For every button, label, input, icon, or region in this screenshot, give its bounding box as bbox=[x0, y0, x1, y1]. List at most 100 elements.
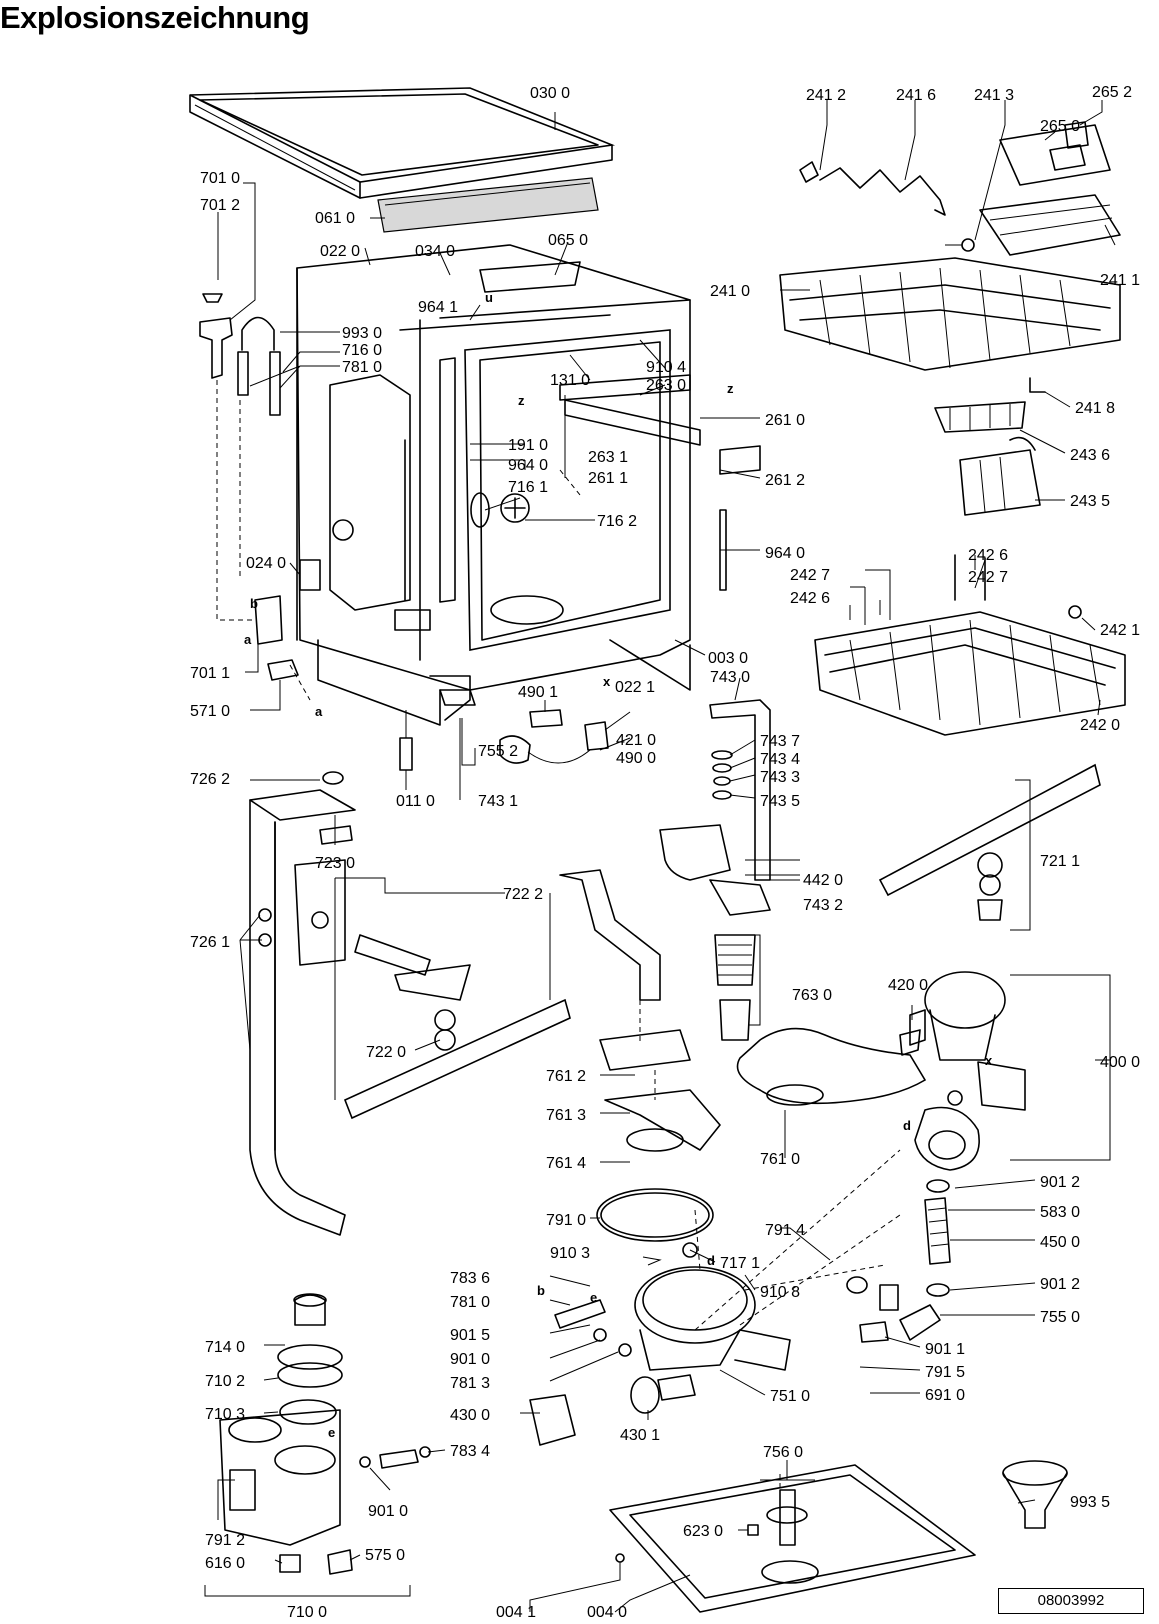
label-910-3: 910 3 bbox=[550, 1245, 590, 1262]
label-993-0: 993 0 bbox=[342, 325, 382, 342]
label-242-7-b: 242 7 bbox=[968, 569, 1008, 586]
label-242-1: 242 1 bbox=[1100, 622, 1140, 639]
label-716-1: 716 1 bbox=[508, 479, 548, 496]
label-743-4: 743 4 bbox=[760, 751, 800, 768]
filter-part bbox=[714, 934, 756, 1041]
label-011-0: 011 0 bbox=[396, 793, 435, 810]
water-softener-part bbox=[204, 1293, 431, 1597]
marker-u: u bbox=[485, 290, 493, 305]
label-781-0-b: 781 0 bbox=[450, 1294, 490, 1311]
label-964-0-a: 964 0 bbox=[508, 457, 548, 474]
label-242-0: 242 0 bbox=[1080, 717, 1120, 734]
label-755-0: 755 0 bbox=[1040, 1309, 1080, 1326]
label-722-2: 722 2 bbox=[503, 886, 543, 903]
label-490-0: 490 0 bbox=[616, 750, 656, 767]
feed-duct-part bbox=[249, 771, 356, 1236]
label-575-0: 575 0 bbox=[365, 1547, 405, 1564]
label-616-0: 616 0 bbox=[205, 1555, 245, 1572]
marker-x: x bbox=[603, 674, 611, 689]
label-761-2: 761 2 bbox=[546, 1068, 586, 1085]
marker-x: x bbox=[985, 1053, 993, 1068]
label-131-0: 131 0 bbox=[550, 372, 590, 389]
label-430-1: 430 1 bbox=[620, 1427, 660, 1444]
label-756-0: 756 0 bbox=[763, 1444, 803, 1461]
label-263-0: 263 0 bbox=[646, 377, 686, 394]
label-755-2: 755 2 bbox=[478, 743, 518, 760]
heater-pipe-parts bbox=[859, 1179, 951, 1343]
marker-d: d bbox=[903, 1118, 911, 1133]
label-901-0-a: 901 0 bbox=[450, 1351, 490, 1368]
mounting-parts-743 bbox=[499, 699, 771, 916]
label-263-1: 263 1 bbox=[588, 449, 628, 466]
label-490-1: 490 1 bbox=[518, 684, 558, 701]
part-labels: 030 0 061 0 022 0 034 0 065 0 701 0 701 … bbox=[190, 84, 1140, 1621]
label-751-0: 751 0 bbox=[770, 1388, 810, 1405]
label-726-1: 726 1 bbox=[190, 934, 230, 951]
label-901-1: 901 1 bbox=[925, 1341, 965, 1358]
label-901-2-b: 901 2 bbox=[1040, 1276, 1080, 1293]
label-430-0: 430 0 bbox=[450, 1407, 490, 1424]
upper-spray-arm-part bbox=[343, 934, 571, 1120]
label-761-3: 761 3 bbox=[546, 1107, 586, 1124]
label-261-1: 261 1 bbox=[588, 470, 628, 487]
label-034-0: 034 0 bbox=[415, 243, 455, 260]
label-710-3: 710 3 bbox=[205, 1406, 245, 1423]
marker-e: e bbox=[590, 1290, 597, 1305]
label-450-0: 450 0 bbox=[1040, 1234, 1080, 1251]
funnel-part bbox=[1002, 1460, 1068, 1529]
marker-z: z bbox=[518, 393, 525, 408]
document-number: 08003992 bbox=[998, 1588, 1144, 1614]
label-781-0: 781 0 bbox=[342, 359, 382, 376]
label-065-0: 065 0 bbox=[548, 232, 588, 249]
label-743-1: 743 1 bbox=[478, 793, 518, 810]
label-261-0: 261 0 bbox=[765, 412, 805, 429]
marker-e: e bbox=[328, 1425, 335, 1440]
label-241-0: 241 0 bbox=[710, 283, 750, 300]
label-241-3: 241 3 bbox=[974, 87, 1014, 104]
label-716-2: 716 2 bbox=[597, 513, 637, 530]
label-726-2: 726 2 bbox=[190, 771, 230, 788]
label-003-0: 003 0 bbox=[708, 650, 748, 667]
tub-frame-part bbox=[296, 244, 761, 726]
label-623-0: 623 0 bbox=[683, 1523, 723, 1540]
label-241-8: 241 8 bbox=[1075, 400, 1115, 417]
marker-a: a bbox=[244, 632, 252, 647]
label-964-0-b: 964 0 bbox=[765, 545, 805, 562]
label-743-3: 743 3 bbox=[760, 769, 800, 786]
label-400-0: 400 0 bbox=[1100, 1054, 1140, 1071]
label-442-0: 442 0 bbox=[803, 872, 843, 889]
label-004-0: 004 0 bbox=[587, 1604, 627, 1621]
label-743-0: 743 0 bbox=[710, 669, 750, 686]
label-004-1: 004 1 bbox=[496, 1604, 536, 1621]
label-261-2: 261 2 bbox=[765, 472, 805, 489]
base-plate-part bbox=[609, 1464, 976, 1613]
marker-b: b bbox=[537, 1283, 545, 1298]
label-763-0: 763 0 bbox=[792, 987, 832, 1004]
label-024-0: 024 0 bbox=[246, 555, 286, 572]
label-061-0: 061 0 bbox=[315, 210, 355, 227]
label-241-1: 241 1 bbox=[1100, 272, 1140, 289]
label-781-3: 781 3 bbox=[450, 1375, 490, 1392]
label-191-0: 191 0 bbox=[508, 437, 548, 454]
label-743-2: 743 2 bbox=[803, 897, 843, 914]
label-910-8: 910 8 bbox=[760, 1284, 800, 1301]
label-243-6: 243 6 bbox=[1070, 447, 1110, 464]
label-783-4: 783 4 bbox=[450, 1443, 490, 1460]
label-743-7: 743 7 bbox=[760, 733, 800, 750]
label-722-0: 722 0 bbox=[366, 1044, 406, 1061]
lower-spray-arm-part bbox=[878, 763, 1101, 921]
label-701-0: 701 0 bbox=[200, 170, 240, 187]
marker-a: a bbox=[315, 704, 323, 719]
insulation-strip-part bbox=[377, 177, 599, 233]
worktop-part bbox=[189, 87, 616, 199]
label-710-0: 710 0 bbox=[287, 1604, 327, 1621]
page-title: Explosionszeichnung bbox=[0, 0, 310, 35]
label-901-0-b: 901 0 bbox=[368, 1503, 408, 1520]
lower-basket-part bbox=[814, 554, 1126, 736]
label-716-0: 716 0 bbox=[342, 342, 382, 359]
label-791-4: 791 4 bbox=[765, 1222, 805, 1239]
connection-markers: a b a z z u x x d d b e e bbox=[244, 290, 993, 1440]
label-717-1: 717 1 bbox=[720, 1255, 760, 1272]
label-761-0: 761 0 bbox=[760, 1151, 800, 1168]
